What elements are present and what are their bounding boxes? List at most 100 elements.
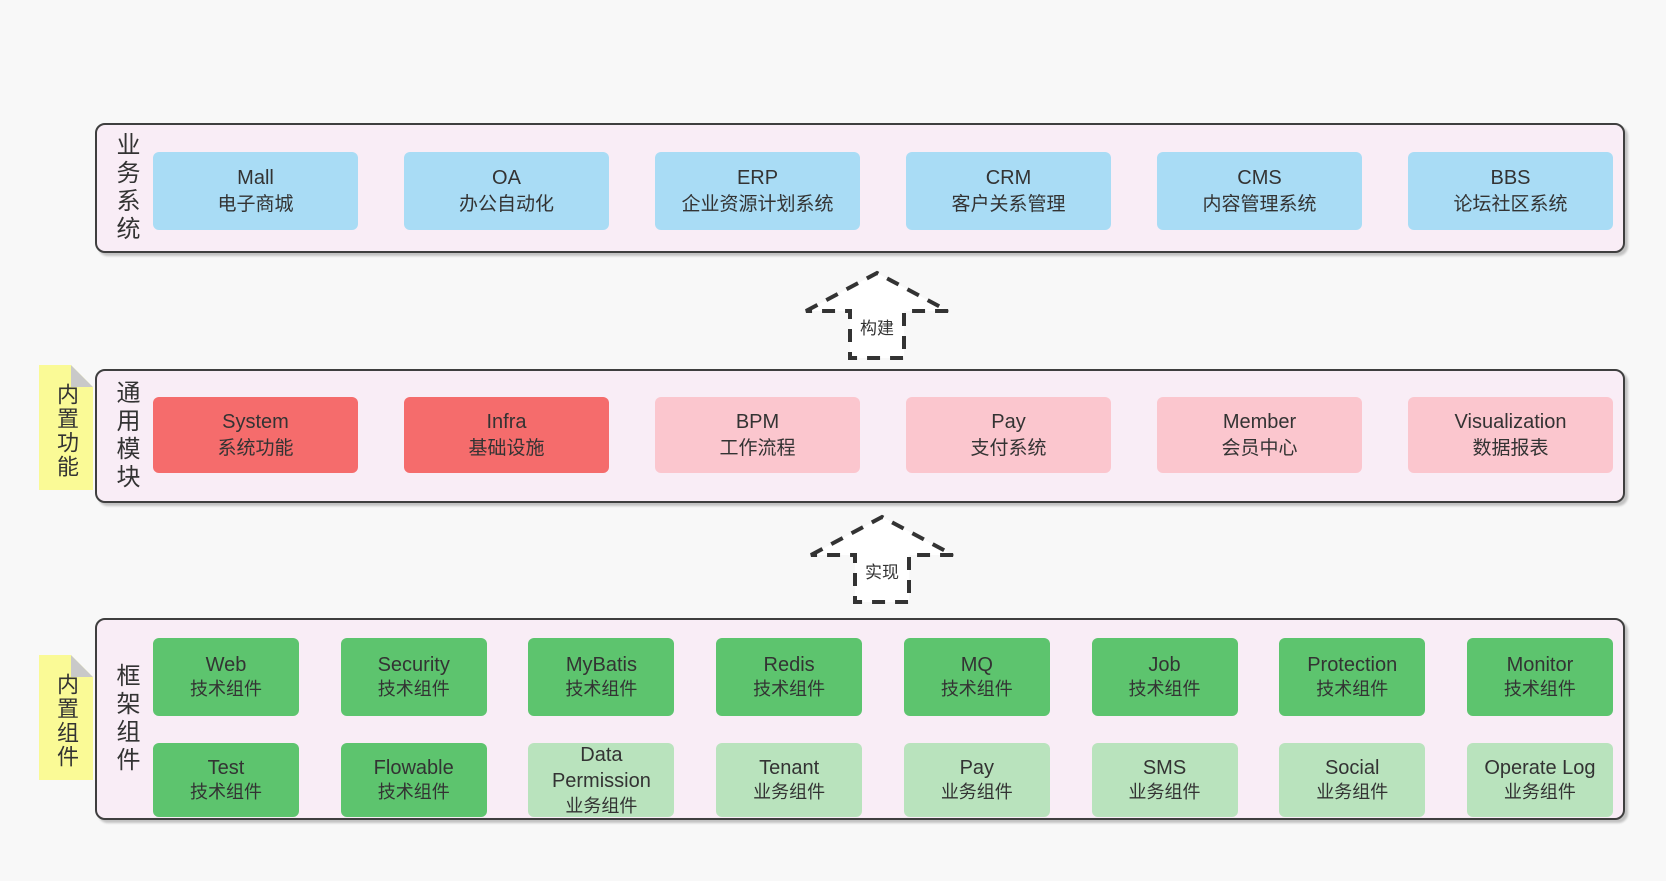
box-bpm: BPM 工作流程 <box>655 397 860 473</box>
layer-label-modules: 通用模块 <box>112 380 139 492</box>
box-test: Test 技术组件 <box>153 743 299 817</box>
box-sms: SMS 业务组件 <box>1091 743 1238 817</box>
box-subtitle: 会员中心 <box>1221 437 1298 459</box>
box-title: OA <box>492 167 521 190</box>
arrow-implement-label: 实现 <box>862 558 902 583</box>
box-mall: Mall 电子商城 <box>153 152 358 230</box>
box-title: Data Permission <box>551 743 651 793</box>
box-title: Web <box>205 653 247 676</box>
folded-corner-icon <box>71 655 93 677</box>
box-subtitle: 业务组件 <box>1316 782 1389 803</box>
box-erp: ERP 企业资源计划系统 <box>655 152 860 230</box>
box-title: Infra <box>486 411 527 434</box>
box-operate-log: Operate Log 业务组件 <box>1466 743 1613 817</box>
box-title: Job <box>1148 653 1181 676</box>
box-title: BBS <box>1490 167 1531 190</box>
box-oa: OA 办公自动化 <box>404 152 609 230</box>
box-title: Flowable <box>373 756 454 779</box>
box-subtitle: 技术组件 <box>1503 679 1576 700</box>
box-title: MQ <box>960 653 993 676</box>
arrow-build-label: 构建 <box>857 314 897 339</box>
box-subtitle: 系统功能 <box>217 437 294 459</box>
box-protection: Protection 技术组件 <box>1279 638 1426 716</box>
box-job: Job 技术组件 <box>1091 638 1238 716</box>
tag-label-builtin-features: 内置功能 <box>54 382 79 479</box>
box-title: Monitor <box>1506 653 1574 676</box>
box-title: Social <box>1324 756 1380 779</box>
box-subtitle: 技术组件 <box>190 679 262 700</box>
layer-label-framework: 框架组件 <box>112 663 139 775</box>
layer-business-systems: 业务系统 Mall 电子商城 OA 办公自动化 ERP 企业资源计划系统 CRM 客户关系管理… <box>95 123 1625 253</box>
box-redis: Redis 技术组件 <box>716 638 863 716</box>
box-title: Test <box>207 756 245 779</box>
box-title: Security <box>377 653 450 676</box>
box-infra: Infra 基础设施 <box>404 397 609 473</box>
box-title: Tenant <box>759 756 820 779</box>
box-row-business: Mall 电子商城 OA 办公自动化 ERP 企业资源计划系统 CRM 客户关系管理 CMS 内容… <box>153 152 1613 230</box>
box-title: ERP <box>736 167 779 190</box>
box-subtitle: 数据报表 <box>1472 437 1549 459</box>
box-cms: CMS 内容管理系统 <box>1157 152 1362 230</box>
tag-label-builtin-components: 内置组件 <box>54 672 79 769</box>
box-subtitle: 办公自动化 <box>458 193 554 215</box>
box-title: System <box>222 411 289 434</box>
box-crm: CRM 客户关系管理 <box>906 152 1111 230</box>
box-title: Protection <box>1307 653 1398 676</box>
box-title: BPM <box>735 411 780 434</box>
box-subtitle: 技术组件 <box>1316 679 1389 700</box>
folded-corner-icon <box>71 365 93 387</box>
box-title: Visualization <box>1454 411 1567 434</box>
box-member: Member 会员中心 <box>1157 397 1362 473</box>
box-title: MyBatis <box>565 653 637 676</box>
box-subtitle: 工作流程 <box>719 437 796 459</box>
box-subtitle: 业务组件 <box>1128 782 1201 803</box>
box-subtitle: 技术组件 <box>753 679 826 700</box>
box-title: Mall <box>237 167 274 190</box>
box-subtitle: 内容管理系统 <box>1202 193 1317 215</box>
arrow-up-build: 构建 <box>802 270 952 362</box>
box-subtitle: 技术组件 <box>377 782 450 803</box>
box-title: Redis <box>763 653 815 676</box>
box-flowable: Flowable 技术组件 <box>340 743 487 817</box>
box-title: SMS <box>1142 756 1187 779</box>
box-subtitle: 技术组件 <box>377 679 450 700</box>
box-subtitle: 论坛社区系统 <box>1453 193 1568 215</box>
box-social: Social 业务组件 <box>1279 743 1426 817</box>
box-subtitle: 技术组件 <box>190 782 262 803</box>
box-subtitle: 基础设施 <box>468 437 545 459</box>
sticky-tag-builtin-components: 内置组件 <box>39 655 93 780</box>
box-subtitle: 业务组件 <box>1503 782 1576 803</box>
box-subtitle: 技术组件 <box>940 679 1013 700</box>
box-security: Security 技术组件 <box>340 638 487 716</box>
box-subtitle: 电子商城 <box>217 193 294 215</box>
box-title: Member <box>1222 411 1297 434</box>
box-subtitle: 支付系统 <box>970 437 1047 459</box>
sticky-tag-builtin-features: 内置功能 <box>39 365 93 490</box>
box-subtitle: 企业资源计划系统 <box>681 193 834 215</box>
box-title: CRM <box>985 167 1032 190</box>
layer-label-business: 业务系统 <box>112 132 139 244</box>
box-bbs: BBS 论坛社区系统 <box>1408 152 1613 230</box>
box-subtitle: 业务组件 <box>940 782 1013 803</box>
box-web: Web 技术组件 <box>153 638 299 716</box>
box-visualization: Visualization 数据报表 <box>1408 397 1613 473</box>
box-system: System 系统功能 <box>153 397 358 473</box>
box-subtitle: 客户关系管理 <box>951 193 1066 215</box>
box-monitor: Monitor 技术组件 <box>1466 638 1613 716</box>
box-title: CMS <box>1237 167 1282 190</box>
box-subtitle: 技术组件 <box>1128 679 1201 700</box>
arrow-up-implement: 实现 <box>807 514 957 606</box>
box-subtitle: 业务组件 <box>565 795 638 816</box>
box-title: Operate Log <box>1484 756 1596 779</box>
